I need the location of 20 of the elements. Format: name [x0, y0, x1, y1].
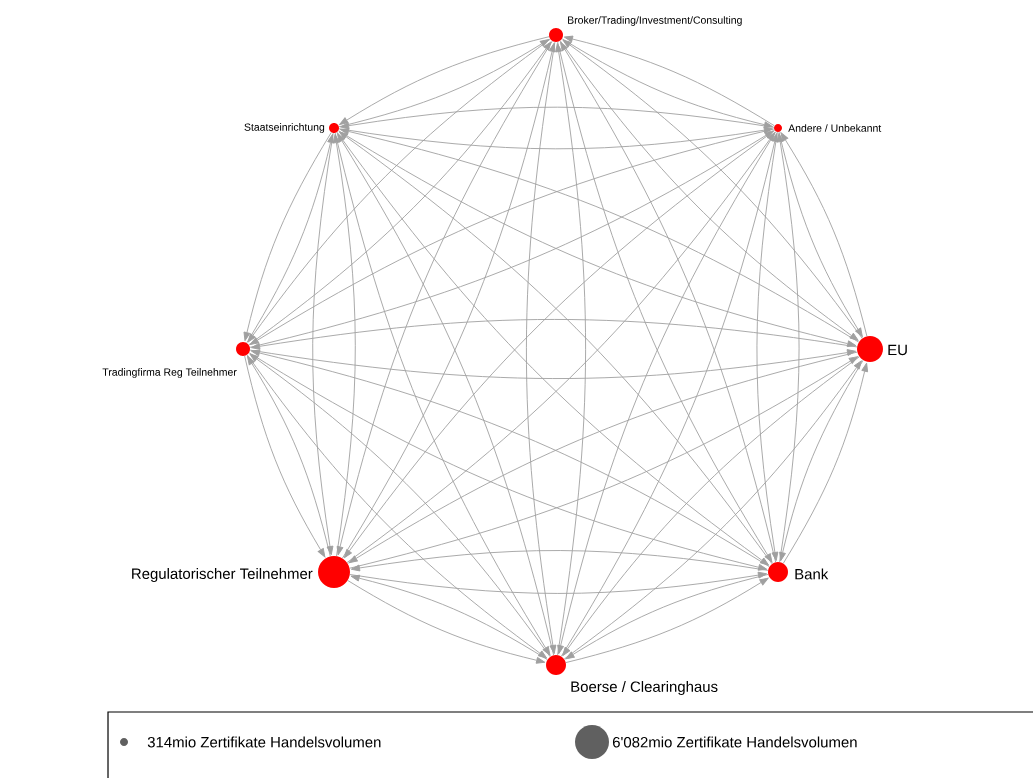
- arrow: [776, 133, 800, 563]
- node-label: Boerse / Clearinghaus: [571, 681, 718, 695]
- node-label: Broker/Trading/Investment/Consulting: [568, 16, 742, 26]
- arrow: [756, 131, 779, 562]
- arrow: [350, 550, 769, 572]
- arrow: [332, 134, 356, 557]
- node-label: EU: [888, 344, 907, 356]
- arrow: [349, 571, 768, 594]
- arrow: [251, 319, 858, 350]
- node-label: Regulatorischer Teilnehmer: [132, 568, 313, 582]
- legend-text: 6'082mio Zertifikate Handelsvolumen: [612, 736, 857, 748]
- node-label: Tradingfirma Reg Teilnehmer: [102, 368, 237, 378]
- arrow: [340, 106, 775, 130]
- node-label: Bank: [795, 568, 829, 580]
- arrow: [555, 43, 587, 656]
- node-label: Staatseinrichtung: [244, 123, 325, 133]
- legend-text: 314mio Zertifikate Handelsvolumen: [147, 736, 381, 748]
- arrow: [312, 132, 334, 556]
- arrow: [338, 126, 773, 150]
- node-label: Andere / Unbekannt: [788, 124, 882, 132]
